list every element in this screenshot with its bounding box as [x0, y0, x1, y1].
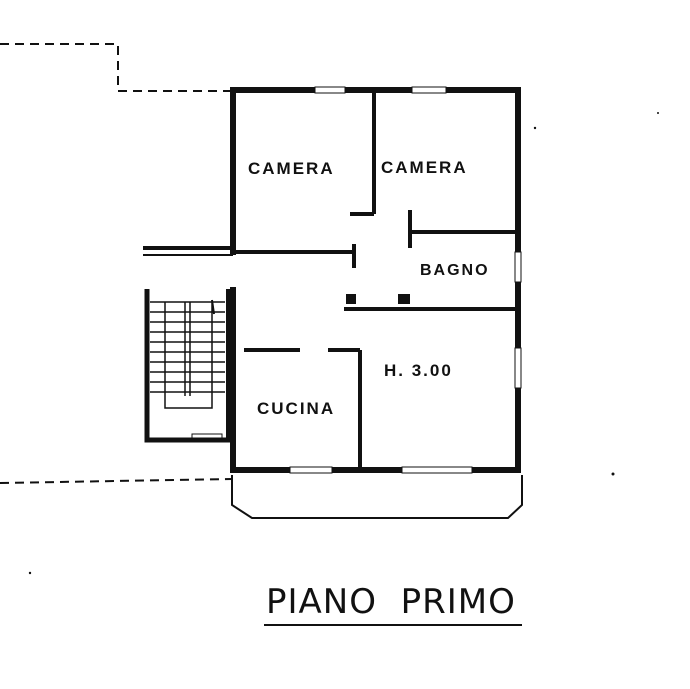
balcony — [231, 475, 523, 519]
room-label-bagno: BAGNO — [420, 262, 490, 279]
interior-walls — [143, 90, 518, 470]
room-label-camera-right: CAMERA — [381, 158, 468, 177]
lot-boundary-bottom — [0, 478, 233, 484]
title-underline — [264, 624, 522, 626]
plan-title: PIANO PRIMO — [266, 582, 516, 622]
room-label-camera-left: CAMERA — [248, 159, 335, 178]
scan-marks — [28, 112, 659, 575]
windows — [191, 86, 522, 474]
room-label-cucina: CUCINA — [257, 399, 336, 418]
wall-stubs — [346, 294, 410, 304]
staircase — [144, 289, 233, 443]
room-label-height: H. 3.00 — [384, 361, 453, 380]
lot-boundary-top — [0, 43, 232, 92]
